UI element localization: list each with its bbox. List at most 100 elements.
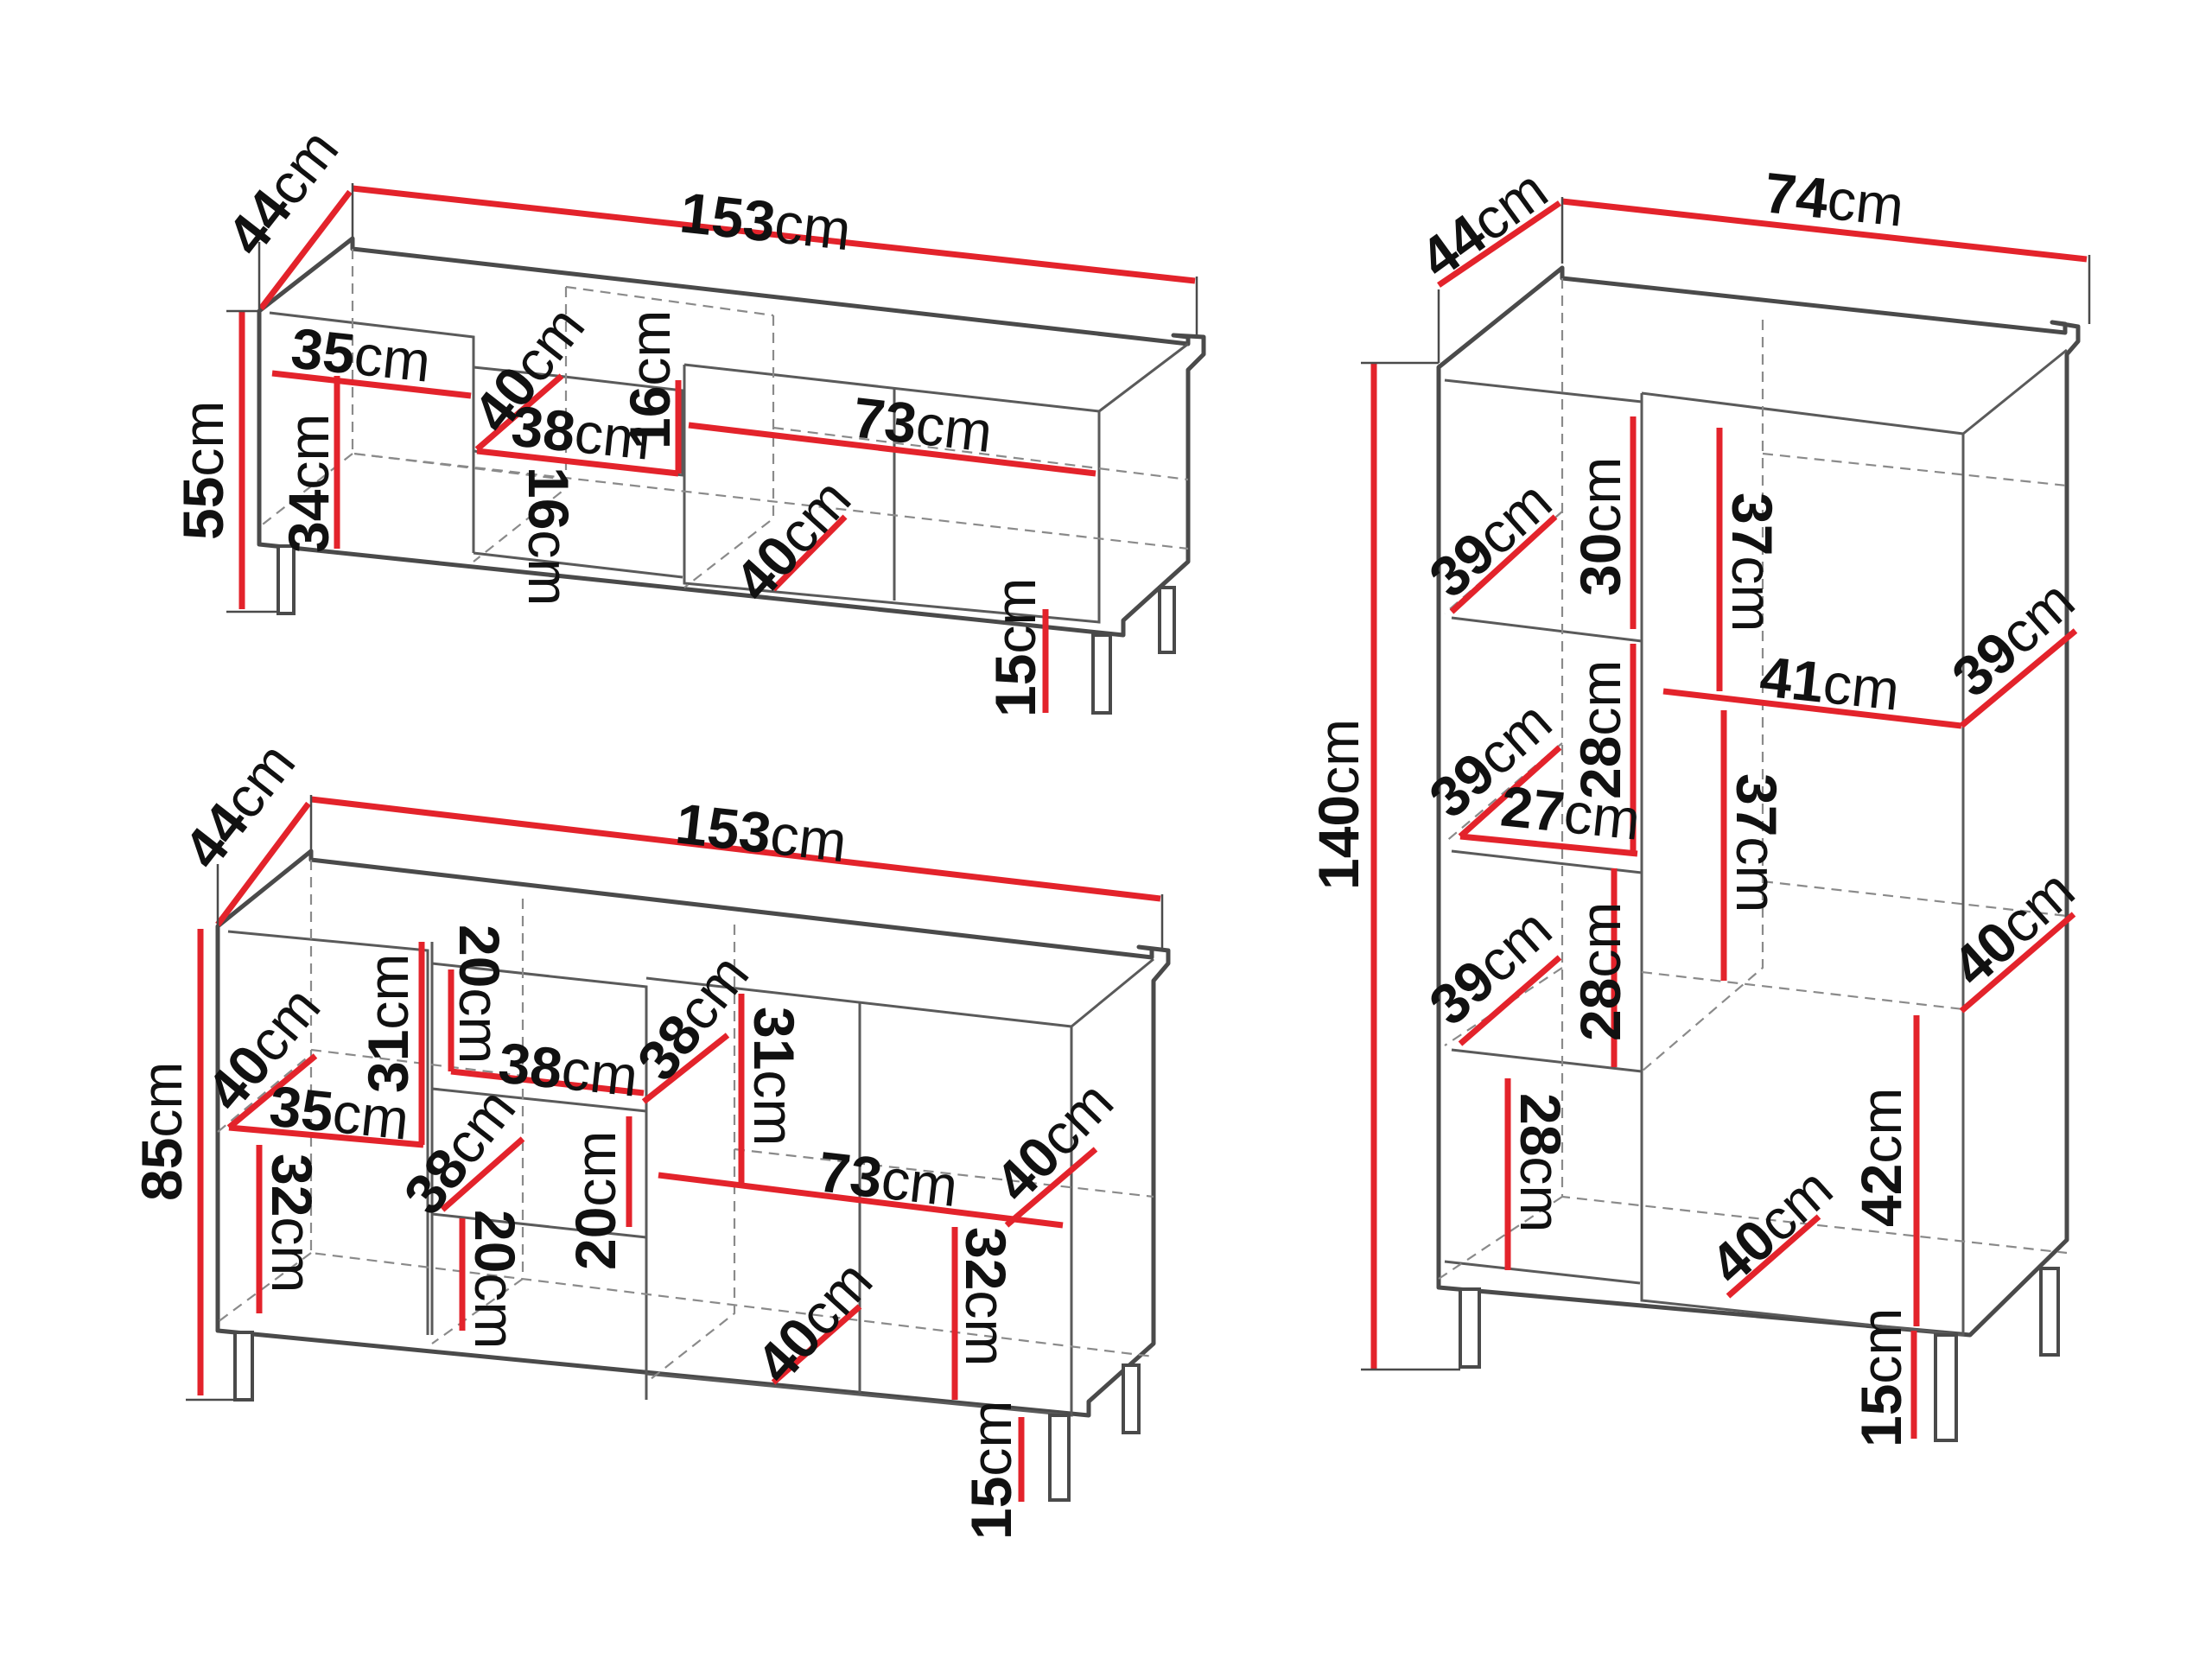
label-mid-right-depth-upper: 40cm (982, 1069, 1125, 1214)
label-mid-center-mid-height: 20cm (563, 1131, 627, 1270)
tall-cabinet-bottom-inner (1444, 1260, 1641, 1285)
chest-center-lower-depth-dim (440, 1136, 525, 1212)
tv-sideboard-leg-front-right (1091, 633, 1112, 715)
tv-sideboard-shelf-hidden (565, 285, 774, 317)
tall-cabinet-right-door (1640, 391, 1965, 1337)
label-tall-shelf1-height: 30cm (1568, 457, 1632, 596)
tall-cabinet-shelf-hidden4 (1762, 452, 2068, 487)
tall-cabinet-shelf1-depth-dim (1449, 514, 1558, 614)
tv-sideboard-niche-depth-dim (474, 373, 564, 452)
tv-sideboard-drawing (226, 183, 1206, 715)
label-tall-depth: 44cm (1408, 157, 1559, 291)
tv-sideboard-divider-hidden (473, 287, 568, 563)
tv-sideboard-shelf2-hidden (353, 452, 567, 481)
chest-width-dim (310, 796, 1161, 902)
chest-shelf3-hidden (217, 1053, 312, 1133)
chest-right-top-edge (1071, 957, 1154, 1028)
label-top-drawer-width: 35cm (289, 315, 434, 393)
label-mid-left-upper-height: 31cm (356, 954, 420, 1093)
label-top-leg-height: 15cm (983, 578, 1047, 717)
tv-sideboard-outline (257, 236, 1206, 638)
chest-shelf-hidden (310, 1048, 524, 1077)
tv-sideboard-drawer-width-dim (271, 370, 472, 399)
chest-right-width-dim (658, 1172, 1064, 1229)
tall-cabinet-shelf3 (1451, 1048, 1643, 1073)
chest-left-depth-dim (226, 1053, 318, 1130)
chest-leg-front-left (233, 1331, 254, 1402)
tall-cabinet-leg-back-right (2039, 1267, 2060, 1357)
label-top-height: 55cm (171, 401, 235, 540)
tall-cabinet-drawing (1361, 197, 2091, 1442)
tv-sideboard-depth-dim (258, 189, 353, 311)
tall-cabinet-right-lower-depth-dim (1959, 912, 2076, 1014)
tall-cabinet-leg-front-right (1934, 1333, 1958, 1442)
label-tall-width: 74cm (1762, 160, 1907, 238)
label-mid-center-width: 38cm (496, 1030, 641, 1108)
chest-leg-back-right (1122, 1363, 1141, 1434)
label-mid-right-width: 73cm (815, 1139, 961, 1218)
label-mid-right-upper-height: 31cm (742, 1007, 806, 1146)
tall-cabinet-right-upper-depth-dim (1959, 628, 2078, 728)
label-top-depth: 44cm (214, 118, 351, 267)
label-tall-shelf3-height: 28cm (1568, 902, 1632, 1041)
tv-sideboard-niche-bottom (473, 551, 683, 579)
label-top-niche-height-upper: 16cm (618, 310, 682, 449)
tv-sideboard-doors (683, 363, 1101, 624)
tall-cabinet-depth-dim (1437, 200, 1561, 288)
chest-divider2-hidden (645, 925, 736, 1383)
label-tall-right-upper-height: 37cm (1720, 493, 1784, 632)
label-tall-shelf2-height: 28cm (1568, 660, 1632, 799)
tall-cabinet-shelf-hidden6 (1641, 970, 1964, 1011)
label-top-compartment-width: 73cm (849, 385, 995, 464)
chest-floor-hidden (217, 1252, 312, 1323)
tv-sideboard-leg-back-right (1158, 586, 1176, 654)
label-mid-right-depth-lower: 40cm (743, 1249, 884, 1395)
label-tall-right-mid-height: 37cm (1725, 773, 1789, 912)
label-tall-right-lower-depth: 40cm (1940, 857, 2086, 998)
label-mid-center-bottom-height: 20cm (463, 1210, 527, 1349)
label-top-compartment-depth: 40cm (721, 467, 862, 613)
tall-cabinet-right-top-edge (1962, 348, 2068, 435)
chest-left-width-dim (228, 1124, 424, 1148)
chest-center-shelf1 (431, 1087, 647, 1113)
chest-center-shelf2 (431, 1212, 647, 1239)
chest-center-upper-depth-dim (641, 1033, 730, 1104)
label-mid-left-width: 35cm (267, 1073, 412, 1151)
chest-shelf2-hidden (734, 1147, 1154, 1198)
label-mid-depth: 44cm (171, 731, 308, 880)
tv-sideboard-divider2-hidden (683, 315, 775, 588)
chest-left-front (227, 930, 429, 1335)
dimension-labels: 153cm 44cm 55cm 35cm 40cm 34cm 38cm 16cm… (130, 118, 2086, 1540)
tv-sideboard-compartment-depth-dim (771, 514, 848, 592)
chest-leg-front-right (1048, 1414, 1071, 1502)
label-top-drawer-height: 34cm (276, 414, 340, 553)
label-top-niche-height-lower: 16cm (517, 467, 581, 606)
label-mid-center-top-height: 20cm (448, 925, 512, 1064)
tall-cabinet-floor-hidden (1438, 1196, 1563, 1280)
tall-cabinet-leg-front-left (1459, 1287, 1481, 1369)
tall-cabinet-shelf2 (1451, 849, 1643, 874)
tv-sideboard-niche-width-dim (476, 448, 679, 477)
label-tall-height: 140cm (1306, 719, 1370, 890)
label-mid-width: 153cm (672, 791, 849, 874)
tv-sideboard-right-top-edge (1098, 342, 1189, 413)
label-mid-height: 85cm (130, 1062, 194, 1201)
tv-sideboard-shelf3-hidden (772, 426, 1189, 481)
label-mid-left-lower-height: 32cm (260, 1154, 324, 1293)
tv-sideboard-back-hidden (351, 249, 1189, 550)
label-tall-shelf-width: 27cm (1498, 773, 1643, 851)
label-top-niche-width: 38cm (509, 393, 654, 471)
chest-center-front (431, 962, 648, 1400)
tv-sideboard-width-dim (352, 185, 1196, 284)
tall-cabinet-bottom-depth-dim (1726, 1214, 1821, 1299)
label-tall-right-lower-height: 42cm (1849, 1088, 1913, 1227)
tall-cabinet-right-width-dim (1662, 688, 1962, 729)
tall-cabinet-shelf1 (1451, 616, 1643, 643)
tv-sideboard-leg-front-left (276, 544, 296, 615)
label-tall-right-width: 41cm (1758, 644, 1903, 721)
chest-center-width-dim (450, 1068, 645, 1096)
chest-right-lower-depth-dim (771, 1304, 862, 1385)
chest-depth-dim (215, 801, 311, 927)
label-tall-bottom-left-height: 28cm (1509, 1093, 1573, 1232)
